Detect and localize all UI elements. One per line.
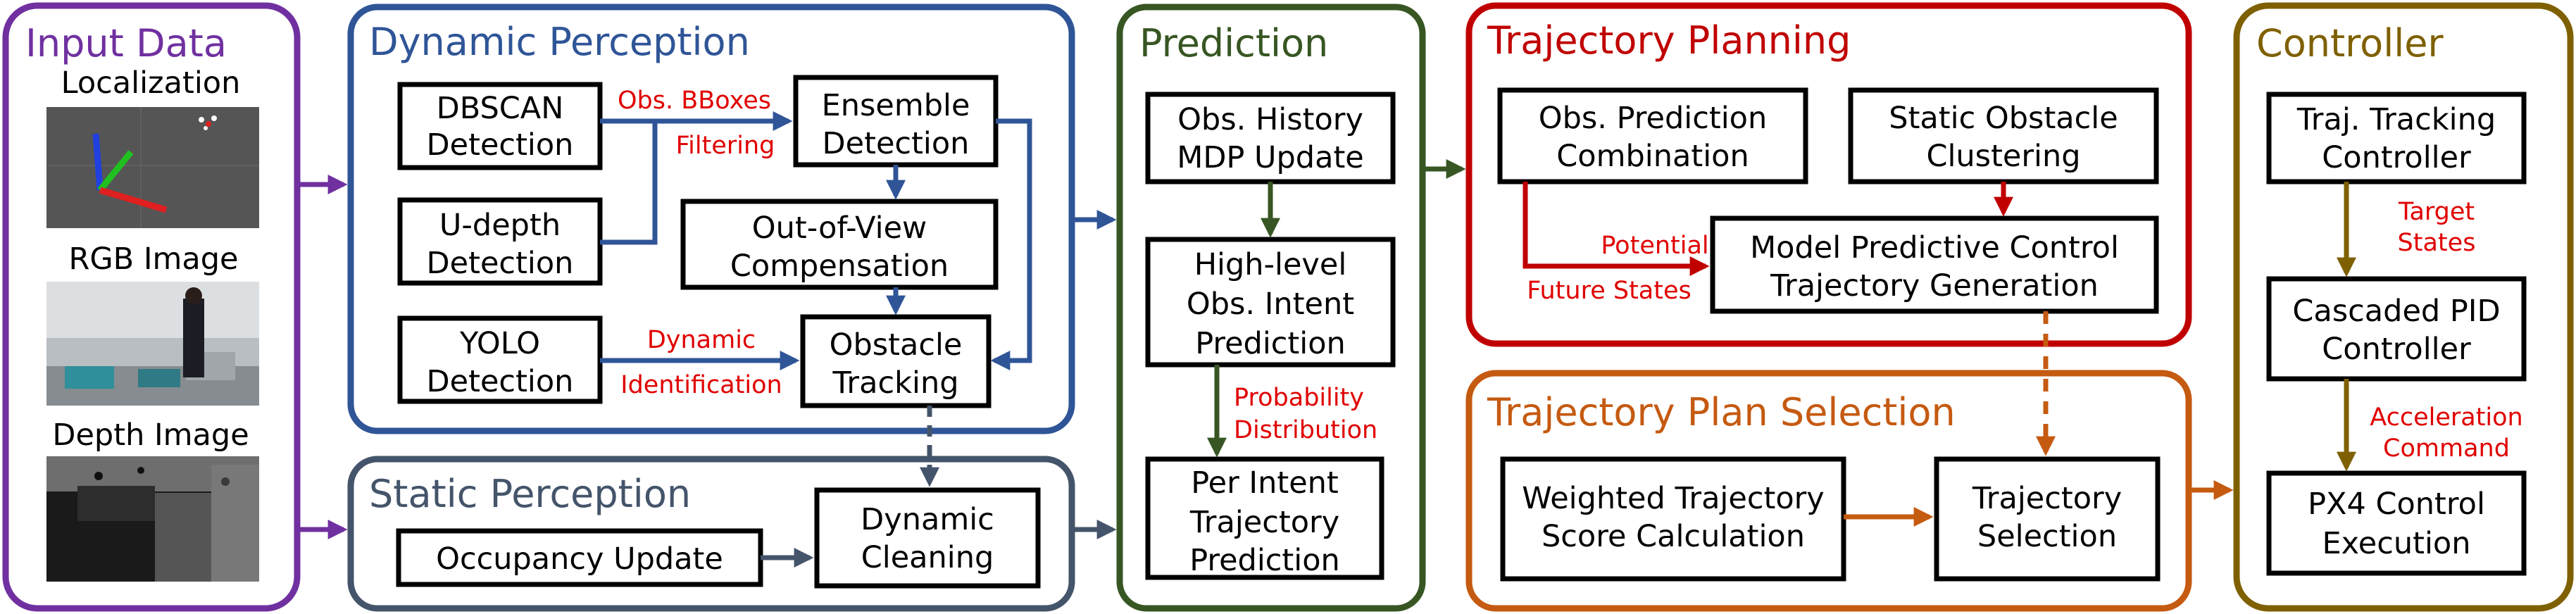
- traj-track-line-1: Traj. Tracking: [2296, 102, 2496, 137]
- dynamic-perception-title: Dynamic Perception: [369, 20, 750, 64]
- intent-line-1: High-level: [1194, 247, 1347, 282]
- localization-label: Localization: [61, 65, 241, 101]
- static-obstacle-clustering-box: Static Obstacle Clustering: [1848, 87, 2159, 184]
- obstacle-tracking-box: Obstacle Tracking: [800, 314, 992, 408]
- yolo-detection-box: YOLO Detection: [397, 315, 603, 404]
- traj-tracking-controller-box: Traj. Tracking Controller: [2266, 92, 2527, 184]
- static-clust-line-2: Clustering: [1926, 139, 2080, 174]
- obs-history-line-1: Obs. History: [1177, 102, 1363, 137]
- intent-prediction-box: High-level Obs. Intent Prediction: [1145, 237, 1396, 368]
- cascaded-pid-controller-box: Cascaded PID Controller: [2266, 276, 2527, 382]
- trajectory-planning-title: Trajectory Planning: [1487, 18, 1851, 63]
- mpc-trajectory-generation-box: Model Predictive Control Trajectory Gene…: [1710, 215, 2159, 314]
- ensemble-line-1: Ensemble: [822, 88, 970, 123]
- traj-sel-line-1: Trajectory: [1972, 481, 2122, 516]
- weighted-trajectory-score-box: Weighted Trajectory Score Calculation: [1500, 456, 1846, 582]
- ensemble-line-2: Detection: [823, 126, 970, 161]
- label-probability: Probability: [1234, 384, 1364, 412]
- pid-line-1: Cascaded PID: [2292, 294, 2500, 329]
- label-acceleration: Acceleration: [2370, 403, 2523, 432]
- per-intent-line-3: Prediction: [1189, 543, 1340, 578]
- weighted-line-1: Weighted Trajectory: [1522, 481, 1825, 516]
- trajectory-selection-box: Trajectory Selection: [1934, 456, 2161, 582]
- label-distribution: Distribution: [1234, 416, 1377, 444]
- arrow-combination-to-mpc: [1523, 182, 1710, 276]
- traj-sel-line-2: Selection: [1977, 519, 2117, 554]
- dbscan-line-1: DBSCAN: [437, 91, 564, 126]
- occupancy-line-1: Occupancy Update: [436, 541, 723, 577]
- prediction-title: Prediction: [1139, 21, 1328, 65]
- mpc-line-2: Trajectory Generation: [1770, 268, 2099, 303]
- prediction-panel: [1116, 4, 1426, 612]
- intent-line-2: Obs. Intent: [1187, 287, 1354, 322]
- tracking-line-2: Tracking: [832, 365, 958, 401]
- rgb-image-label: RGB Image: [68, 242, 238, 277]
- occupancy-update-box: Occupancy Update: [396, 528, 763, 587]
- label-identification: Identification: [620, 371, 782, 399]
- label-dynamic: Dynamic: [647, 326, 756, 354]
- weighted-line-2: Score Calculation: [1542, 519, 1805, 554]
- label-command: Command: [2383, 434, 2510, 463]
- input-data-title: Input Data: [25, 21, 227, 65]
- dynamic-cleaning-box: Dynamic Cleaning: [814, 487, 1041, 589]
- trajectory-planning-panel: [1465, 2, 2192, 347]
- per-intent-line-1: Per Intent: [1191, 465, 1339, 501]
- yolo-line-1: YOLO: [459, 326, 540, 361]
- cleaning-line-2: Cleaning: [861, 540, 994, 575]
- ensemble-detection-box: Ensemble Detection: [793, 75, 999, 168]
- px4-control-execution-box: PX4 Control Execution: [2266, 470, 2527, 576]
- controller-panel: [2233, 2, 2574, 612]
- depth-image: [46, 456, 259, 582]
- static-perception-panel: [347, 456, 1075, 612]
- yolo-line-2: Detection: [427, 364, 574, 399]
- px4-line-2: Execution: [2322, 526, 2470, 561]
- udepth-line-2: Detection: [427, 246, 574, 281]
- oov-line-2: Compensation: [730, 249, 949, 284]
- trajectory-selection-title: Trajectory Plan Selection: [1487, 390, 1956, 434]
- per-intent-prediction-box: Per Intent Trajectory Prediction: [1145, 456, 1384, 580]
- arrow-ensemble-to-tracking-bypass: [990, 118, 1032, 370]
- dbscan-line-2: Detection: [427, 127, 574, 163]
- static-clust-line-1: Static Obstacle: [1889, 101, 2118, 136]
- pid-line-2: Controller: [2322, 332, 2471, 367]
- label-filtering: Filtering: [676, 132, 775, 160]
- depth-image-label: Depth Image: [52, 418, 249, 453]
- label-potential: Potential: [1601, 232, 1708, 260]
- udepth-line-1: U-depth: [439, 208, 561, 243]
- label-obs-bboxes: Obs. BBoxes: [618, 87, 771, 115]
- obs-pred-comb-line-1: Obs. Prediction: [1539, 101, 1768, 136]
- px4-line-1: PX4 Control: [2308, 487, 2485, 522]
- cleaning-line-1: Dynamic: [861, 502, 994, 537]
- label-states: States: [2398, 229, 2476, 257]
- localization-image: [46, 107, 259, 228]
- obs-pred-comb-line-2: Combination: [1556, 139, 1749, 174]
- mpc-line-1: Model Predictive Control: [1750, 230, 2119, 265]
- obs-history-line-2: MDP Update: [1177, 140, 1364, 175]
- intent-line-3: Prediction: [1195, 326, 1346, 361]
- tracking-line-1: Obstacle: [830, 327, 963, 363]
- dbscan-detection-box: DBSCAN Detection: [397, 82, 603, 170]
- udepth-detection-box: U-depth Detection: [397, 197, 603, 286]
- traj-track-line-2: Controller: [2322, 140, 2471, 175]
- label-future-states: Future States: [1527, 277, 1691, 305]
- arrow-udepth-to-ensemble: [600, 121, 658, 245]
- out-of-view-compensation-box: Out-of-View Compensation: [680, 199, 999, 290]
- obs-history-mdp-box: Obs. History MDP Update: [1145, 92, 1396, 184]
- label-target: Target: [2398, 198, 2475, 226]
- oov-line-1: Out-of-View: [752, 211, 927, 246]
- input-data-panel: [2, 2, 301, 612]
- controller-title: Controller: [2256, 21, 2444, 65]
- per-intent-line-2: Trajectory: [1189, 505, 1339, 540]
- static-perception-title: Static Perception: [369, 472, 691, 516]
- obs-prediction-combination-box: Obs. Prediction Combination: [1497, 87, 1808, 184]
- rgb-image: [46, 282, 259, 406]
